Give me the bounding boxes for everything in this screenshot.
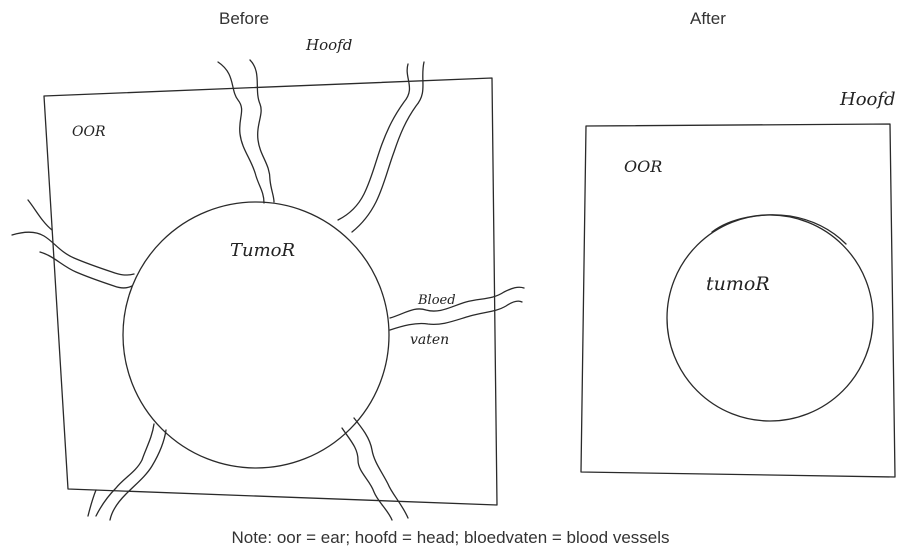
after-sketch: Hoofd OOR tumoR [581, 89, 896, 477]
after-ear-label: OOR [624, 157, 662, 176]
before-ear-label: OOR [72, 124, 106, 140]
before-blood-vessel-left [12, 200, 134, 288]
before-sketch: Hoofd OOR TumoR Bloed vaten [12, 36, 524, 520]
after-tumor-circle-overstroke [712, 215, 846, 244]
before-vessels-label-line1: Bloed [417, 293, 456, 308]
before-vessels-label-line2: vaten [410, 332, 449, 348]
after-ear-square [581, 124, 895, 477]
before-ear-square [44, 78, 497, 505]
before-blood-vessel-right [390, 287, 524, 330]
before-head-label: Hoofd [305, 36, 352, 54]
before-tumor-label: TumoR [230, 240, 295, 261]
after-head-label: Hoofd [839, 89, 896, 110]
before-blood-vessel-bottom-right [342, 418, 408, 520]
before-blood-vessel-top-left [218, 60, 274, 203]
after-tumor-circle [667, 215, 873, 421]
before-blood-vessel-top-right [338, 62, 424, 232]
before-blood-vessel-bottom-left [88, 424, 166, 520]
translation-note: Note: oor = ear; hoofd = head; bloedvate… [0, 528, 901, 548]
after-tumor-label: tumoR [706, 273, 770, 295]
